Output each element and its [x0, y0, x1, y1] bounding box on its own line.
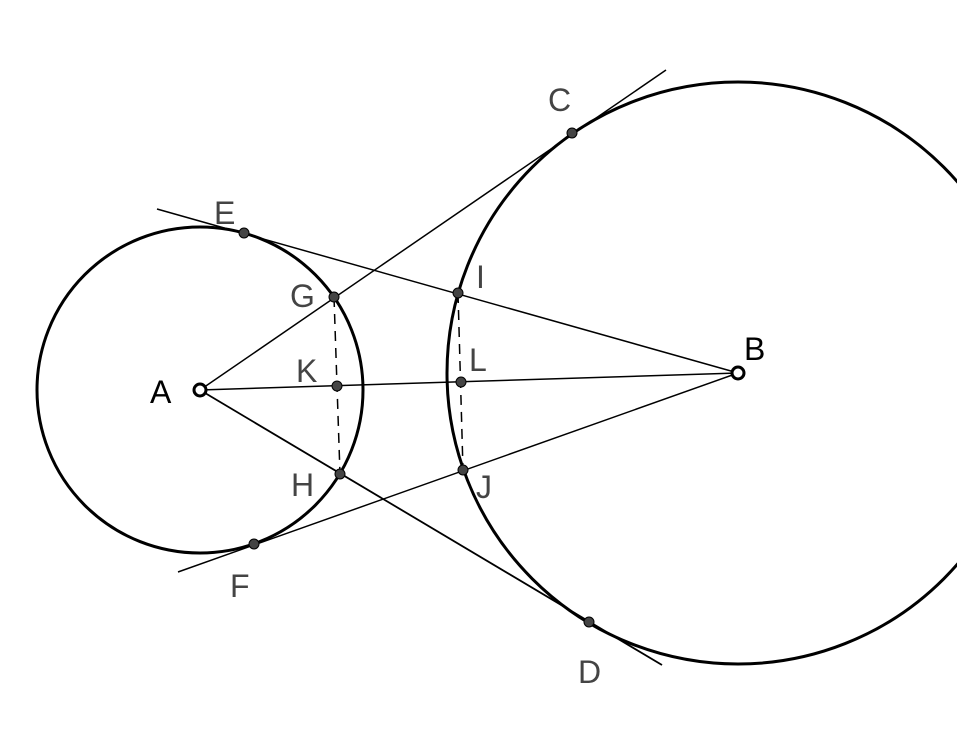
point-c	[566, 127, 578, 139]
tangent-line-a-c	[199, 69, 667, 391]
label-c: C	[548, 82, 571, 118]
label-k: K	[296, 353, 317, 389]
point-g	[328, 291, 340, 303]
point-e	[238, 227, 250, 239]
point-d	[583, 616, 595, 628]
center-line-a-b	[199, 372, 739, 391]
label-l: L	[469, 342, 487, 378]
label-e: E	[214, 195, 235, 231]
label-d: D	[578, 654, 601, 690]
point-i	[452, 287, 464, 299]
center-point-a	[192, 382, 208, 398]
point-j	[457, 464, 469, 476]
circle-b	[445, 80, 957, 666]
tangent-line-b-e	[156, 208, 739, 374]
point-l	[455, 376, 467, 388]
point-k	[331, 380, 343, 392]
point-f	[248, 538, 260, 550]
circle-a	[35, 225, 365, 555]
label-g: G	[290, 278, 315, 314]
label-b: B	[744, 331, 765, 367]
label-h: H	[291, 467, 314, 503]
point-h	[334, 468, 346, 480]
label-a: A	[150, 374, 172, 410]
tangent-line-b-f	[177, 372, 739, 573]
label-i: I	[476, 259, 485, 295]
label-f: F	[230, 568, 250, 604]
label-j: J	[476, 469, 492, 505]
center-point-b	[730, 365, 746, 381]
